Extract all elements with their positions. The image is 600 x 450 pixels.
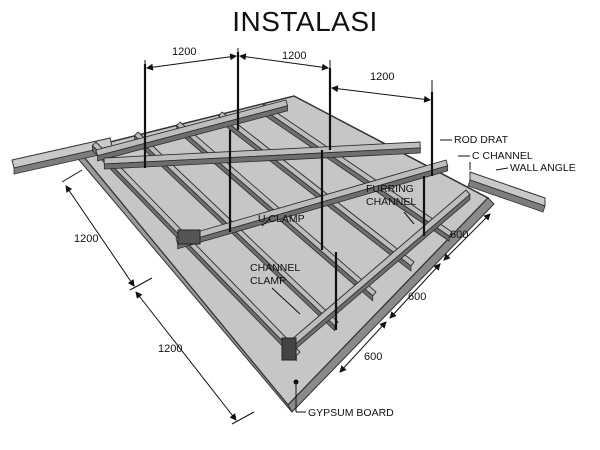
label-channel-clamp-1: CHANNEL xyxy=(250,262,300,274)
u-clamp xyxy=(177,229,201,245)
dim-right-2: 600 xyxy=(408,291,426,303)
dim-left-1: 1200 xyxy=(74,233,98,245)
dim-top-2: 1200 xyxy=(282,50,306,62)
label-leaders xyxy=(261,139,509,413)
label-u-clamp: U CLAMP xyxy=(258,213,305,225)
furring-channel-2-side xyxy=(134,134,335,332)
label-furring-2: CHANNEL xyxy=(366,196,416,208)
left-dimensions xyxy=(61,169,255,425)
label-rod-drat: ROD DRAT xyxy=(454,134,509,146)
c-channel-3-side xyxy=(177,165,449,250)
label-wall-angle: WALL ANGLE xyxy=(510,162,576,174)
page-title: INSTALASI xyxy=(232,6,378,37)
label-channel-clamp-2: CLAMP xyxy=(250,275,286,287)
label-gypsum-board: GYPSUM BOARD xyxy=(308,407,394,419)
gypsum-marker xyxy=(293,379,299,385)
dim-top-3: 1200 xyxy=(370,71,394,83)
dim-right-1: 600 xyxy=(450,229,468,241)
wall-angle-right xyxy=(467,171,546,213)
right-dimensions xyxy=(339,213,491,373)
label-furring-1: FURRING xyxy=(366,183,414,195)
dim-top-1: 1200 xyxy=(172,46,196,58)
label-c-channel: C CHANNEL xyxy=(472,150,533,162)
dim-right-3: 600 xyxy=(364,351,382,363)
top-dimensions xyxy=(144,48,433,132)
c-channel-2-side xyxy=(103,147,421,170)
channel-clamp xyxy=(281,337,297,361)
dim-left-2: 1200 xyxy=(158,343,182,355)
